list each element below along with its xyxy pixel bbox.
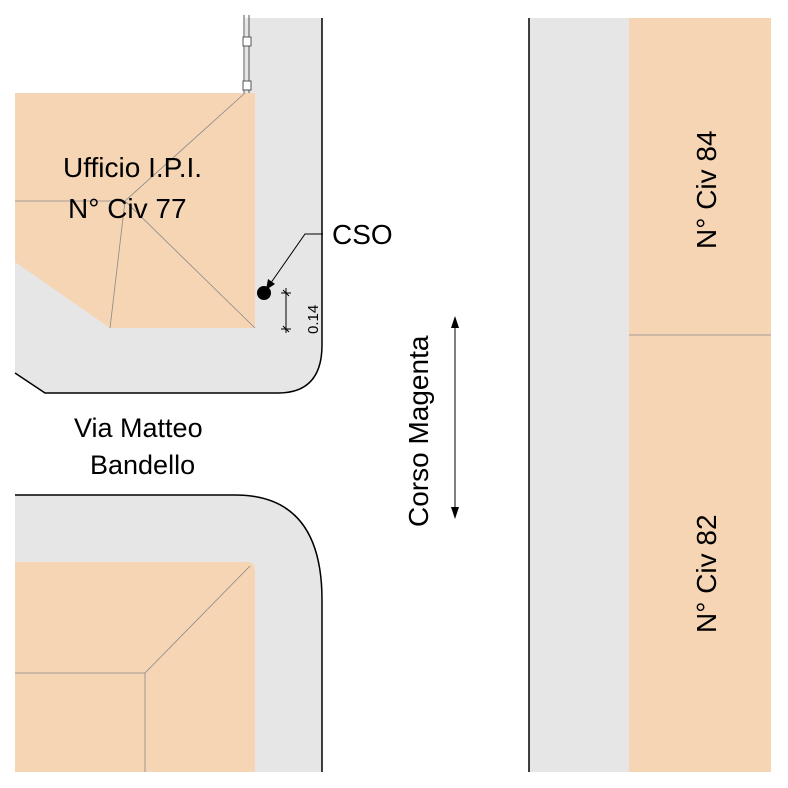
utility-line <box>242 15 252 93</box>
street-label-via-line1: Via Matteo <box>74 413 203 443</box>
manhole-dot-icon <box>257 286 271 300</box>
dimension-value: 0.14 <box>305 305 322 334</box>
street-label-corso: Corso Magenta <box>403 335 434 527</box>
building-ufficio-ipi-roof-lines <box>15 92 256 329</box>
cso-leader-line <box>267 233 323 288</box>
cso-leader-arrow <box>266 279 275 290</box>
double-arrow-icon <box>451 316 459 519</box>
cso-marker: CSO <box>257 219 393 300</box>
building-south-west <box>15 562 255 772</box>
sidewalk-east <box>529 18 629 772</box>
street-label-via-line2: Bandello <box>90 450 195 480</box>
building-civ-82 <box>629 335 771 772</box>
building-label-civ-84: N° Civ 84 <box>691 130 722 249</box>
building-name-line1: Ufficio I.P.I. <box>63 152 202 183</box>
cso-label: CSO <box>332 219 393 250</box>
dimension-line-icon: 0.14 <box>281 288 322 334</box>
building-label-civ-82: N° Civ 82 <box>691 514 722 633</box>
curb-outlines <box>14 18 530 772</box>
building-south-west-roof-lines <box>15 565 251 772</box>
building-name-line2: N° Civ 77 <box>68 193 187 224</box>
building-civ-84 <box>629 18 771 335</box>
